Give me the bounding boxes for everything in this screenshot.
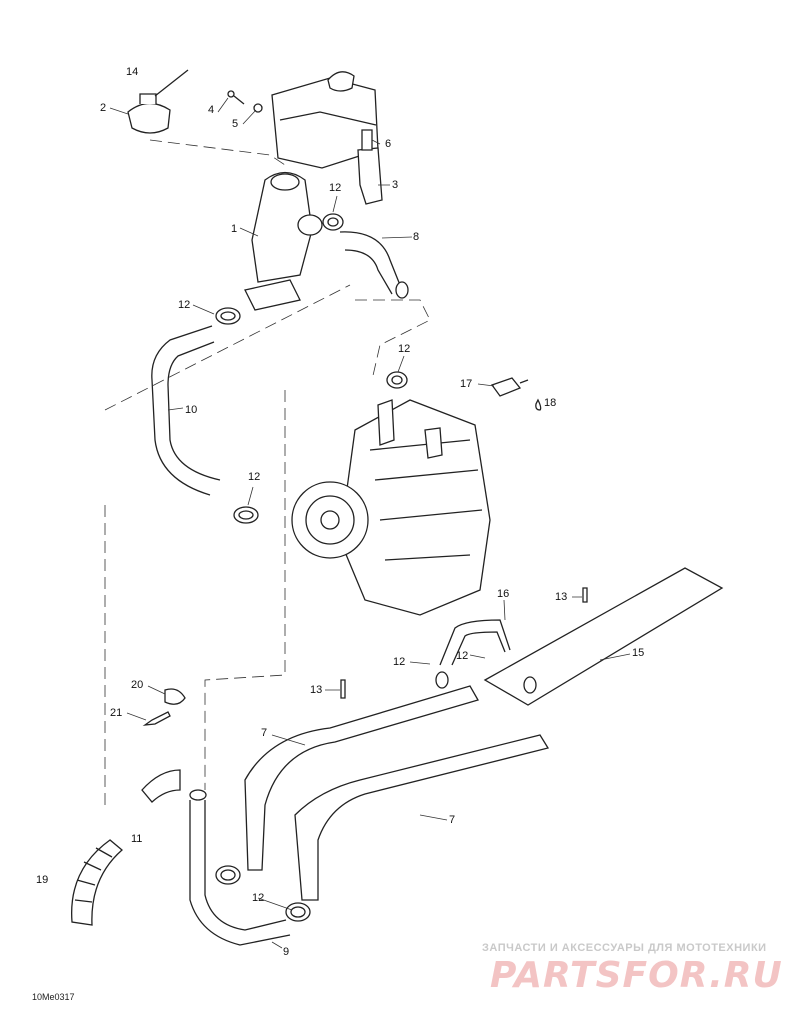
heat-exchanger-15 — [483, 567, 724, 706]
assembly-line — [104, 284, 351, 411]
pressure-cap-part — [127, 69, 189, 134]
hose-clamp-part — [215, 865, 241, 885]
screw-part — [227, 90, 263, 113]
hose-clamp-part — [285, 902, 311, 922]
callout-16: 16 — [497, 588, 510, 600]
thermostat-housing-part — [244, 171, 323, 311]
callout-5: 5 — [232, 118, 239, 130]
callout-6: 6 — [385, 138, 392, 150]
watermark-tagline: ЗАПЧАСТИ И АКСЕССУАРЫ ДЛЯ МОТОТЕХНИКИ — [482, 942, 767, 954]
callout-7: 7 — [261, 727, 268, 739]
callout-7: 7 — [449, 814, 456, 826]
hose-end — [395, 281, 409, 299]
callout-18: 18 — [544, 397, 557, 409]
callout-4: 4 — [208, 104, 215, 116]
leader-line — [109, 97, 631, 949]
callout-12: 12 — [329, 182, 342, 194]
coolant-hose-8 — [339, 231, 401, 295]
rivet-part — [582, 587, 588, 603]
watermark-logo: PARTSFOR.RU — [490, 955, 783, 996]
callout-14: 14 — [126, 66, 139, 78]
callout-21: 21 — [110, 707, 123, 719]
coolant-reservoir-part — [271, 71, 379, 169]
callout-19: 19 — [36, 874, 49, 886]
callout-13: 13 — [310, 684, 323, 696]
rivet-part — [340, 679, 346, 699]
callout-13: 13 — [555, 591, 568, 603]
assembly-line — [149, 139, 286, 166]
callout-15: 15 — [632, 647, 645, 659]
callout-12: 12 — [393, 656, 406, 668]
heat-exchanger-7-upper — [244, 685, 479, 871]
hose-end — [189, 789, 207, 801]
callout-11: 11 — [131, 833, 143, 845]
coolant-hose-9 — [189, 800, 291, 946]
callout-20: 20 — [131, 679, 144, 691]
hose-clamp-part — [233, 506, 259, 524]
callout-9: 9 — [283, 946, 290, 958]
callout-12: 12 — [252, 892, 265, 904]
callout-3: 3 — [392, 179, 399, 191]
screw-part — [142, 711, 171, 726]
assembly-line — [355, 299, 431, 381]
engine-block — [291, 399, 491, 616]
callout-17: 17 — [460, 378, 473, 390]
callout-12: 12 — [248, 471, 261, 483]
callout-12: 12 — [178, 299, 191, 311]
assembly-line — [204, 390, 286, 790]
callout-10: 10 — [185, 404, 198, 416]
callout-2: 2 — [100, 102, 107, 114]
corrugated-hose-part — [71, 839, 124, 926]
heat-exchanger-7-lower — [294, 734, 550, 901]
drawing-code: 10Me0317 — [32, 992, 75, 1002]
hose-clamp-part — [215, 307, 241, 325]
temperature-sensor-part — [490, 377, 542, 411]
clip-part — [164, 688, 186, 705]
callout-8: 8 — [413, 231, 420, 243]
callout-1: 1 — [231, 223, 238, 235]
mounting-bracket-part — [357, 129, 383, 205]
hose-clamp-part — [386, 371, 408, 389]
callout-12: 12 — [456, 650, 469, 662]
hose-end — [523, 676, 537, 694]
hose-end — [435, 671, 449, 689]
callout-12: 12 — [398, 343, 411, 355]
coolant-hose-10 — [151, 325, 221, 496]
hose-clamp-part — [322, 213, 344, 231]
coolant-hose-16 — [439, 619, 511, 666]
coolant-hose-11 — [141, 769, 181, 803]
